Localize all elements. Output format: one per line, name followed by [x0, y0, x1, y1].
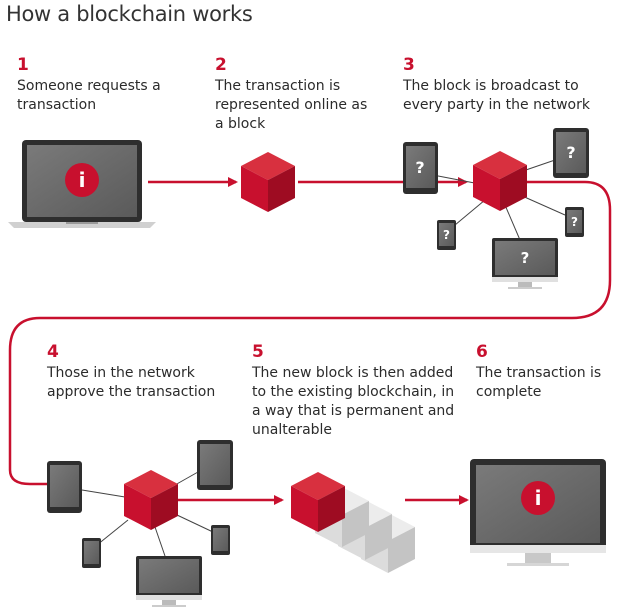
tablet-right	[197, 440, 233, 490]
step-1: 1 Someone requests a transaction	[17, 55, 197, 115]
tablet-right: ?	[553, 128, 589, 178]
block-cube	[473, 151, 527, 211]
step-text: Someone requests a transaction	[17, 78, 161, 113]
svg-text:?: ?	[571, 215, 578, 229]
arrow-3-4-loop	[8, 180, 612, 486]
step-text: The transaction is represented online as…	[215, 78, 368, 132]
step-text: The new block is then added to the exist…	[252, 365, 455, 438]
svg-text:i: i	[535, 486, 542, 510]
blockchain	[291, 472, 415, 573]
step-5: 5 The new block is then added to the exi…	[252, 342, 467, 440]
phone-left	[82, 538, 101, 568]
step-3: 3 The block is broadcast to every party …	[403, 55, 613, 115]
step-4: 4 Those in the network approve the trans…	[47, 342, 237, 402]
step-number: 4	[47, 342, 59, 362]
svg-text:?: ?	[415, 158, 424, 177]
step-number: 1	[17, 55, 29, 75]
step-number: 3	[403, 55, 415, 75]
phone-left: ?	[437, 220, 456, 250]
info-icon: i	[521, 481, 555, 515]
network-lines-step4	[81, 471, 214, 557]
monitor-small: ?	[492, 238, 558, 289]
step-text: The transaction is complete	[476, 365, 602, 400]
svg-text:i: i	[79, 168, 86, 192]
step-2: 2 The transaction is represented online …	[215, 55, 385, 134]
step-text: The block is broadcast to every party in…	[403, 78, 590, 113]
step-number: 6	[476, 342, 488, 362]
phone-right: ?	[565, 207, 584, 237]
step-text: Those in the network approve the transac…	[47, 365, 216, 400]
step-number: 2	[215, 55, 227, 75]
monitor-small	[136, 556, 202, 607]
block-cube	[241, 152, 295, 212]
svg-text:?: ?	[443, 228, 450, 242]
phone-right	[211, 525, 230, 555]
block-cube	[124, 470, 178, 530]
tablet-left	[47, 461, 82, 513]
svg-text:?: ?	[521, 249, 530, 267]
tablet-left: ?	[403, 142, 438, 194]
page-title: How a blockchain works	[6, 2, 253, 26]
step-number: 5	[252, 342, 264, 362]
info-icon: i	[65, 163, 99, 197]
step-6: 6 The transaction is complete	[476, 342, 616, 402]
svg-text:?: ?	[566, 143, 575, 162]
